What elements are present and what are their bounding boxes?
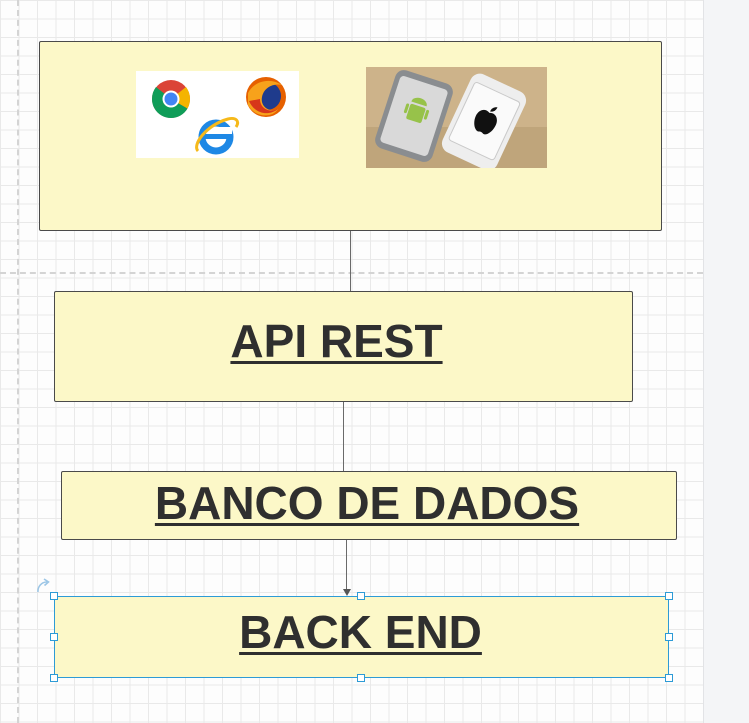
page-break-vertical: [17, 0, 19, 723]
smartphones-image[interactable]: [366, 67, 547, 168]
connector-api-database[interactable]: [343, 402, 344, 471]
resize-handle-bottom-right[interactable]: [665, 674, 673, 682]
internet-explorer-icon: [195, 117, 240, 155]
apple-logo-icon: [474, 107, 498, 135]
resize-handle-top[interactable]: [357, 592, 365, 600]
database-block[interactable]: BANCO DE DADOS: [61, 471, 677, 540]
firefox-icon: [246, 77, 286, 117]
connector-database-backend[interactable]: [346, 540, 347, 590]
browsers-image[interactable]: [136, 71, 299, 158]
resize-handle-bottom[interactable]: [357, 674, 365, 682]
clients-block[interactable]: [39, 41, 662, 231]
android-logo-icon: [403, 97, 430, 124]
resize-handle-left[interactable]: [50, 633, 58, 641]
api-rest-block[interactable]: API REST: [54, 291, 633, 402]
resize-handle-bottom-left[interactable]: [50, 674, 58, 682]
iphone: [441, 73, 527, 168]
page-break-horizontal: [0, 272, 703, 274]
right-side-panel: [703, 0, 749, 723]
database-label: BANCO DE DADOS: [154, 477, 580, 529]
backend-block[interactable]: BACK END: [54, 596, 669, 678]
connector-arrow-head: [343, 589, 351, 596]
connector-clients-api[interactable]: [350, 231, 351, 291]
android-phone: [375, 70, 453, 162]
resize-handle-right[interactable]: [665, 633, 673, 641]
api-rest-label: API REST: [230, 315, 443, 367]
backend-label: BACK END: [239, 606, 482, 658]
chrome-icon: [151, 80, 191, 119]
resize-handle-top-right[interactable]: [665, 592, 673, 600]
resize-handle-top-left[interactable]: [50, 592, 58, 600]
rotate-handle-icon[interactable]: [34, 577, 52, 595]
